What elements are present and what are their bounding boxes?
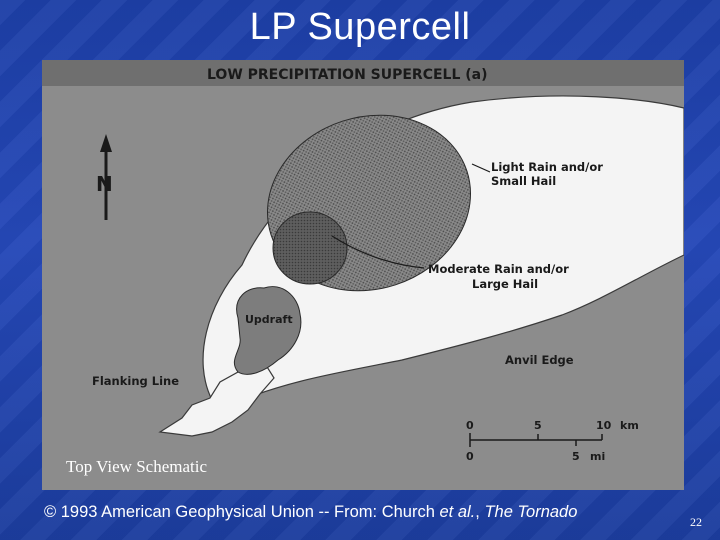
credit-source: The Tornado xyxy=(484,503,578,521)
moderate-rain-label-2: Large Hail xyxy=(472,277,538,291)
credit-et-al: et al. xyxy=(439,503,476,521)
light-rain-leader xyxy=(471,163,491,173)
heading-strip xyxy=(42,60,684,86)
supercell-diagram: LOW PRECIPITATION SUPERCELL (a) N Light … xyxy=(42,60,684,490)
km-unit-label: km xyxy=(620,419,639,432)
diagram-heading: LOW PRECIPITATION SUPERCELL (a) xyxy=(207,67,488,83)
km-tick-label: 5 xyxy=(534,419,542,432)
copyright-credit: © 1993 American Geophysical Union -- Fro… xyxy=(44,503,577,522)
credit-prefix: © 1993 American Geophysical Union -- Fro… xyxy=(44,503,440,521)
figure-caption: Top View Schematic xyxy=(66,457,207,476)
flanking-line-label: Flanking Line xyxy=(92,374,179,388)
north-arrow-head xyxy=(100,134,112,152)
scale-bar: 0 5 10 km 0 5 mi xyxy=(466,419,639,463)
credit-separator: , xyxy=(475,503,485,521)
page-number: 22 xyxy=(690,515,702,529)
km-tick-label: 10 xyxy=(596,419,612,432)
mi-tick-label: 0 xyxy=(466,450,474,463)
slide-title: LP Supercell xyxy=(249,6,471,48)
light-rain-label-1: Light Rain and/or xyxy=(491,160,603,174)
updraft-label: Updraft xyxy=(245,313,293,326)
moderate-rain-label-1: Moderate Rain and/or xyxy=(428,262,569,276)
diagram-figure: LOW PRECIPITATION SUPERCELL (a) N Light … xyxy=(42,60,684,490)
anvil-edge-label: Anvil Edge xyxy=(505,353,574,367)
moderate-rain-leader xyxy=(331,235,425,269)
light-rain-label-2: Small Hail xyxy=(491,174,556,188)
mi-unit-label: mi xyxy=(590,450,605,463)
updraft-region xyxy=(233,286,302,375)
km-tick-label: 0 xyxy=(466,419,474,432)
mi-tick-label: 5 xyxy=(572,450,580,463)
moderate-rain-core xyxy=(272,211,348,285)
north-label: N xyxy=(96,172,113,196)
